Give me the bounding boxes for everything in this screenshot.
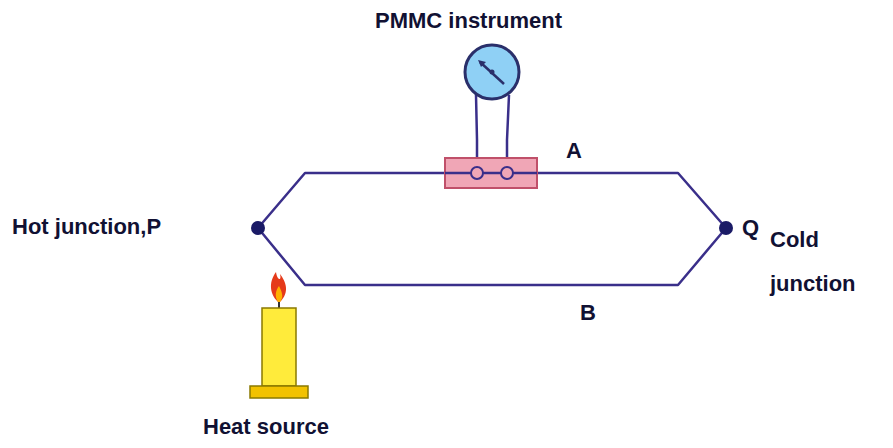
wire-b bbox=[258, 228, 726, 285]
point-label: Q bbox=[742, 215, 759, 241]
conductor-label: A bbox=[566, 138, 582, 164]
junction-block bbox=[445, 158, 537, 188]
wire-a bbox=[537, 173, 726, 228]
source-label: Heat source bbox=[203, 414, 329, 440]
candle bbox=[262, 308, 296, 386]
wire-a bbox=[258, 173, 445, 228]
candle-base bbox=[250, 386, 308, 398]
terminal bbox=[471, 167, 483, 179]
wire-a bbox=[445, 172, 537, 175]
cold-junction-dot bbox=[719, 221, 733, 235]
conductor-label: B bbox=[580, 300, 596, 326]
meter-needle bbox=[480, 62, 504, 84]
junction-label: Cold junction bbox=[770, 218, 882, 306]
hot-junction-dot bbox=[251, 221, 265, 235]
terminal bbox=[501, 167, 513, 179]
instrument-label: PMMC instrument bbox=[375, 8, 562, 34]
wick bbox=[278, 302, 280, 308]
junction-label: Hot junction,P bbox=[12, 214, 161, 240]
pmmc-meter bbox=[465, 45, 519, 99]
flame bbox=[271, 272, 286, 302]
